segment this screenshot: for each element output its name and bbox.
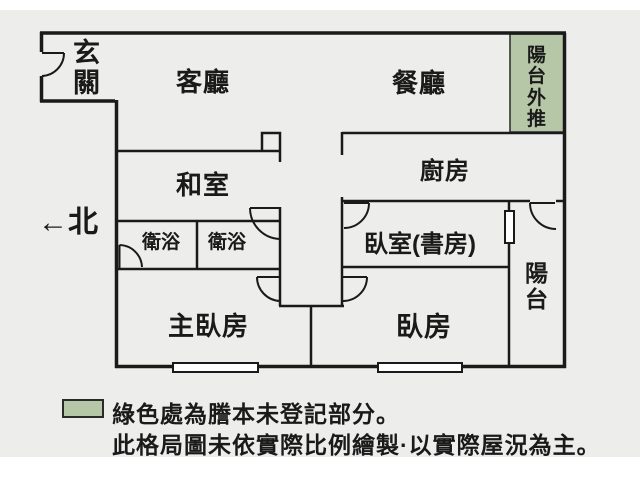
windows [172, 210, 515, 373]
balcony-door [529, 202, 557, 230]
room-label-entry: 玄關 [73, 38, 100, 99]
bath-left-door [118, 244, 143, 268]
room-label-balcony: 陽台 [525, 260, 548, 312]
balcony-window [504, 210, 515, 244]
room-label-living: 客廳 [176, 67, 231, 97]
room-label-bedroom: 臥房 [396, 312, 452, 342]
room-label-bath-right: 衛浴 [208, 232, 247, 253]
room-label-master-bedroom: 主臥房 [168, 311, 250, 341]
entry-door [41, 52, 66, 77]
bath-right-door [249, 207, 281, 240]
study-door [343, 202, 370, 229]
room-label-bath-left: 衛浴 [142, 232, 181, 253]
legend-text-line2: 此格局圖未依實際比例繪製·以實際屋況為主。 [112, 432, 601, 458]
north-arrow: ←北 [38, 206, 98, 239]
bedroom-door [342, 276, 368, 302]
room-label-dining: 餐廳 [392, 68, 447, 98]
balcony-pushout-area [509, 33, 566, 133]
doors [41, 52, 557, 302]
master-bedroom-window [172, 362, 259, 373]
legend-text-line1: 綠色處為謄本未登記部分。 [112, 401, 400, 427]
room-label-balcony-pushout: 陽台外推 [527, 45, 547, 130]
room-label-kitchen: 廚房 [420, 158, 470, 185]
room-label-bedroom-study: 臥室(書房) [364, 231, 476, 258]
master-bedroom-door [255, 276, 281, 302]
room-label-tatami: 和室 [176, 170, 231, 200]
legend-swatch [62, 399, 104, 418]
bedroom-window [377, 362, 463, 373]
walls [39, 31, 567, 369]
